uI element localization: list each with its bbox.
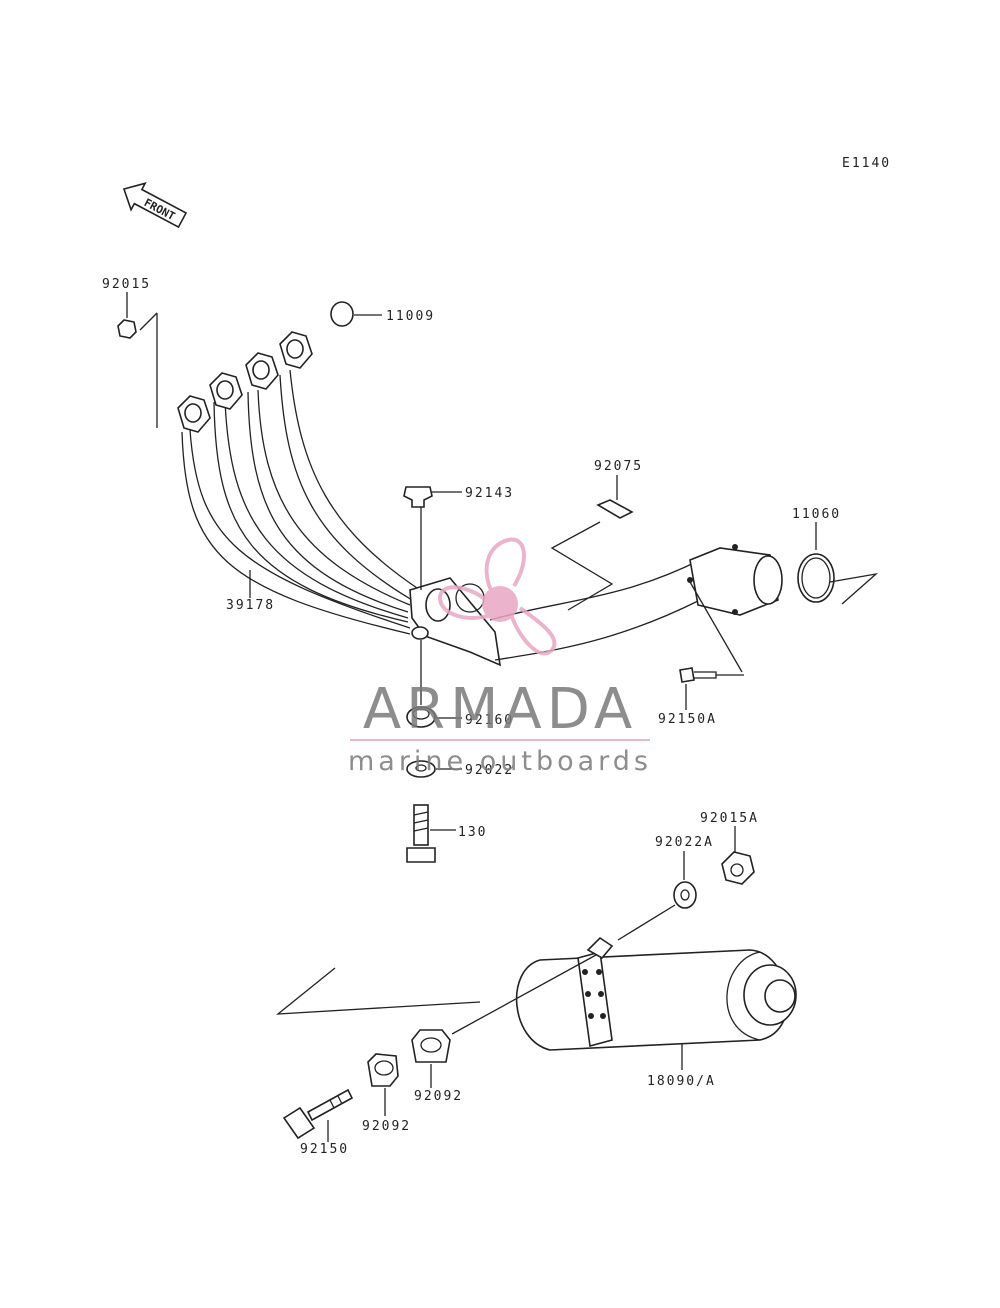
washer-92022 <box>406 760 436 778</box>
label-92015A: 92015A <box>700 811 759 826</box>
label-18090A: 18090/A <box>647 1074 716 1089</box>
label-11009: 11009 <box>386 309 435 324</box>
gasket-11009 <box>330 301 354 327</box>
nut-92015 <box>117 319 137 339</box>
header-pipes-39178 <box>181 369 783 667</box>
exhaust-flanges <box>177 331 313 433</box>
label-92150: 92150 <box>300 1142 349 1157</box>
watermark-brand: ARMADA <box>363 677 637 742</box>
bolt-92150A <box>679 667 695 683</box>
tag-92075 <box>596 499 634 519</box>
label-92075: 92075 <box>594 459 643 474</box>
collar-92092-a <box>411 1029 451 1063</box>
watermark-tagline: marine outboards <box>348 746 652 777</box>
label-92092-b: 92092 <box>362 1119 411 1134</box>
grommet-92143 <box>403 486 433 508</box>
label-130: 130 <box>458 825 487 840</box>
nut-92015A <box>721 851 755 885</box>
label-92015: 92015 <box>102 277 151 292</box>
label-92022A: 92022A <box>655 835 714 850</box>
front-arrow-icon: FRONT <box>122 182 188 229</box>
label-92150A: 92150A <box>658 712 717 727</box>
propeller-logo-icon <box>437 537 557 656</box>
armada-watermark-logo: ARMADA marine outboards <box>348 537 652 777</box>
label-11060: 11060 <box>792 507 841 522</box>
diagram-code: E1140 <box>842 156 891 171</box>
label-92092-a: 92092 <box>414 1089 463 1104</box>
bolt-130 <box>413 804 429 846</box>
label-92022: 92022 <box>465 763 514 778</box>
muffler-18090A <box>515 936 797 1051</box>
label-92160: 92160 <box>465 713 514 728</box>
label-39178: 39178 <box>226 598 275 613</box>
washer-92022A <box>673 881 697 909</box>
collar-92092-b <box>367 1053 399 1087</box>
gasket-11060 <box>797 553 835 603</box>
bolt-92150 <box>282 1088 354 1140</box>
label-92143: 92143 <box>465 486 514 501</box>
